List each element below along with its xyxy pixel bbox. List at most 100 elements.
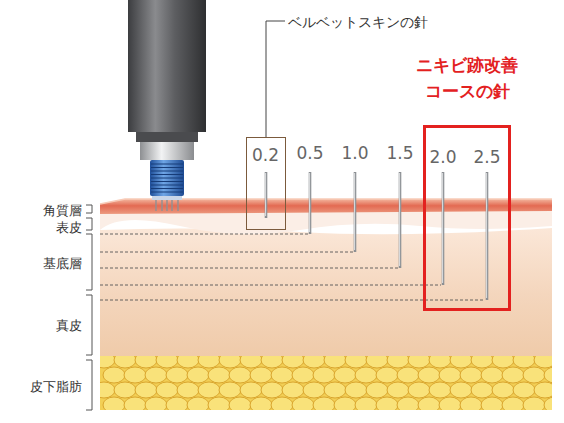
fat-cell [219, 382, 241, 398]
fat-cell [187, 397, 209, 410]
layer-name: 真皮 [56, 316, 82, 336]
corneum-layer [100, 199, 552, 214]
needle [354, 172, 355, 252]
fat-cell [502, 397, 524, 410]
thread-ridge [151, 178, 183, 179]
fat-cell [198, 382, 220, 398]
fat-cell [439, 397, 461, 410]
depth-number: 1.5 [386, 141, 413, 167]
fat-cell [544, 367, 552, 383]
fat-cell [481, 397, 503, 410]
fat-cell [523, 397, 545, 410]
fat-cell [345, 356, 367, 368]
needle-shaft [399, 172, 402, 268]
fat-cell [124, 397, 146, 410]
fat-cell [324, 382, 346, 398]
fat-cell [376, 397, 398, 410]
dermis-layer [100, 228, 552, 360]
needle-shaft [354, 172, 357, 252]
fat-cell [145, 367, 167, 383]
fat-cell [313, 367, 335, 383]
epidermis-layer [100, 210, 552, 234]
needle-highlight [399, 173, 400, 266]
fat-cell [345, 382, 367, 398]
fat-cell [502, 367, 524, 383]
fat-cell [471, 356, 493, 368]
layer-name: 基底層 [43, 254, 82, 274]
fat-cell [271, 397, 293, 410]
fat-cell [250, 397, 272, 410]
fat-cell [208, 367, 230, 383]
fat-cell [103, 397, 125, 410]
microneedle-device [128, 0, 206, 211]
thread-ridge [151, 171, 183, 172]
fat-cell [219, 356, 241, 368]
needle-shaft [486, 172, 489, 300]
fat-cell [114, 382, 136, 398]
fat-cell [366, 356, 388, 368]
thread-ridge [151, 174, 183, 175]
fat-cell [471, 382, 493, 398]
fat-cell [429, 356, 451, 368]
fat-cell [271, 367, 293, 383]
fat-cell [481, 367, 503, 383]
callout-heading: ニキビ跡改善 コースの針 [413, 53, 521, 104]
velvet-needle-box: ベルベットスキンの針0.2 [246, 137, 286, 230]
fat-cell [397, 397, 419, 410]
needles [266, 172, 487, 300]
depth-number: 0.2 [252, 143, 279, 169]
needle [399, 172, 400, 268]
fat-cell [492, 382, 514, 398]
fat-cell [103, 367, 125, 383]
needle-highlight [486, 173, 487, 298]
fat-cell [355, 367, 377, 383]
fat-cell [156, 356, 178, 368]
layer-brackets [86, 205, 92, 410]
fat-cell [240, 382, 262, 398]
fat-cell [177, 356, 199, 368]
fat-cell [523, 367, 545, 383]
depth-number: 1.0 [341, 141, 368, 167]
fat-cell [460, 367, 482, 383]
layer-name: 角質層 [43, 201, 82, 221]
acne-course-box: ニキビ跡改善 コースの針2.02.5 [423, 125, 511, 311]
fat-cell [177, 382, 199, 398]
fat-cell [408, 382, 430, 398]
fat-cell [355, 397, 377, 410]
leader-line [266, 21, 285, 137]
fat-cell [450, 382, 472, 398]
fat-cell [429, 382, 451, 398]
needle-highlight [265, 173, 266, 216]
depth-dashes [100, 234, 485, 300]
depth-number: 0.5 [296, 141, 323, 167]
fat-cell [187, 367, 209, 383]
fat-cell [261, 382, 283, 398]
fat-cell [240, 356, 262, 368]
needle-shaft [309, 172, 312, 234]
needle-shaft [442, 172, 445, 285]
fat-cell [124, 367, 146, 383]
fat-cell [145, 397, 167, 410]
fat-cell [408, 356, 430, 368]
fat-cell [366, 382, 388, 398]
layer-name: 表皮 [56, 218, 82, 238]
thread-ridge [151, 188, 183, 189]
needle [442, 172, 443, 285]
fat-cell [250, 367, 272, 383]
fat-cell [324, 356, 346, 368]
fat-cell [513, 356, 535, 368]
needle [265, 172, 266, 218]
thread-ridge [151, 192, 183, 193]
thread-ridge [151, 181, 183, 182]
fat-cell [544, 397, 552, 410]
fat-cell [292, 367, 314, 383]
fat-cell [282, 382, 304, 398]
fat-cell [166, 367, 188, 383]
fat-cell [450, 356, 472, 368]
fat-cell [418, 397, 440, 410]
fat-cell [303, 382, 325, 398]
fat-cell [208, 397, 230, 410]
fat-cell [534, 382, 552, 398]
fat-cell [229, 397, 251, 410]
callout-heading: ベルベットスキンの針 [288, 12, 428, 33]
